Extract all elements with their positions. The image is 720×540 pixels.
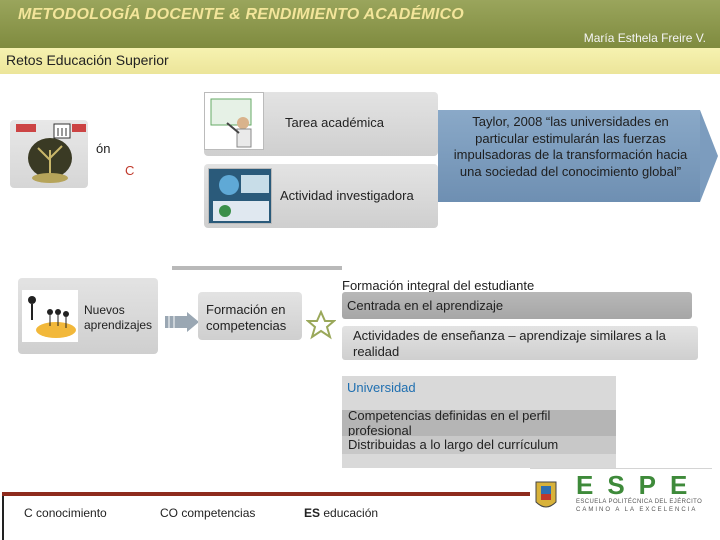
divider-bar bbox=[172, 266, 342, 270]
lab-image bbox=[208, 168, 272, 224]
perfil-bar bbox=[342, 410, 616, 436]
tree-panel bbox=[10, 120, 88, 188]
espe-line1: ESCUELA POLITÉCNICA DEL EJÉRCITO bbox=[576, 499, 703, 505]
espe-wordmark: ESPE bbox=[576, 470, 702, 500]
espe-logo: ESPE ESCUELA POLITÉCNICA DEL EJÉRCITO CA… bbox=[530, 467, 712, 518]
curriculum-bar bbox=[342, 436, 616, 454]
quote-callout bbox=[438, 110, 700, 202]
espe-line2: CAMINO A LA EXCELENCIA bbox=[576, 507, 698, 513]
legend-es-abbr: ES bbox=[304, 506, 321, 520]
competencias-box bbox=[198, 292, 302, 340]
tarea-label: Tarea académica bbox=[285, 115, 384, 130]
arrow-right-icon bbox=[165, 312, 199, 332]
quote-text: Taylor, 2008 “las universidades en parti… bbox=[453, 114, 688, 179]
legend-co-abbr: CO bbox=[160, 506, 178, 520]
people-image bbox=[22, 290, 78, 342]
actividades-box bbox=[342, 326, 698, 360]
perfil-label: Competencias definidas en el perfil prof… bbox=[348, 408, 551, 438]
actividad-label: Actividad investigadora bbox=[280, 188, 414, 203]
microscope-icon bbox=[209, 169, 271, 223]
legend-c-text: conocimiento bbox=[36, 506, 107, 520]
subtitle: Retos Educación Superior bbox=[6, 52, 169, 68]
teacher-image bbox=[204, 92, 264, 150]
tree-icon bbox=[16, 123, 86, 183]
universidad-label: Universidad bbox=[347, 380, 416, 395]
footer-legend: C conocimiento CO competencias ES educac… bbox=[2, 496, 530, 540]
legend-es-text: educación bbox=[323, 506, 379, 520]
left-fragment-2: C bbox=[125, 163, 135, 178]
footer-accent-line bbox=[2, 492, 530, 496]
teacher-icon bbox=[210, 98, 252, 148]
legend-co: CO competencias bbox=[160, 505, 255, 521]
actividades-label: Actividades de enseñanza – aprendizaje s… bbox=[353, 328, 666, 359]
subtitle-bar: Retos Educación Superior bbox=[0, 48, 720, 74]
author-name: María Esthela Freire V. bbox=[583, 31, 706, 45]
callout-arrow-tip bbox=[700, 110, 718, 202]
formacion-integral-label: Formación integral del estudiante bbox=[342, 278, 535, 293]
people-icon bbox=[28, 296, 76, 338]
centrada-bar bbox=[342, 292, 692, 319]
centrada-label: Centrada en el aprendizaje bbox=[347, 298, 504, 313]
legend-es: ES educación bbox=[304, 505, 378, 521]
legend-co-text: competencias bbox=[181, 506, 256, 520]
header-bar: METODOLOGÍA DOCENTE & RENDIMIENTO ACADÉM… bbox=[0, 0, 720, 48]
curriculum-label: Distribuidas a lo largo del currículum bbox=[348, 437, 559, 452]
legend-c: C conocimiento bbox=[24, 505, 107, 521]
espe-logo-graphic bbox=[530, 467, 712, 518]
page-title: METODOLOGÍA DOCENTE & RENDIMIENTO ACADÉM… bbox=[18, 6, 464, 23]
nuevos-label: Nuevos aprendizajes bbox=[84, 303, 153, 332]
star-icon bbox=[306, 310, 336, 340]
competencias-label: Formación en competencias bbox=[206, 302, 287, 333]
left-fragment-1: ón bbox=[96, 141, 111, 156]
legend-c-abbr: C bbox=[24, 506, 33, 520]
